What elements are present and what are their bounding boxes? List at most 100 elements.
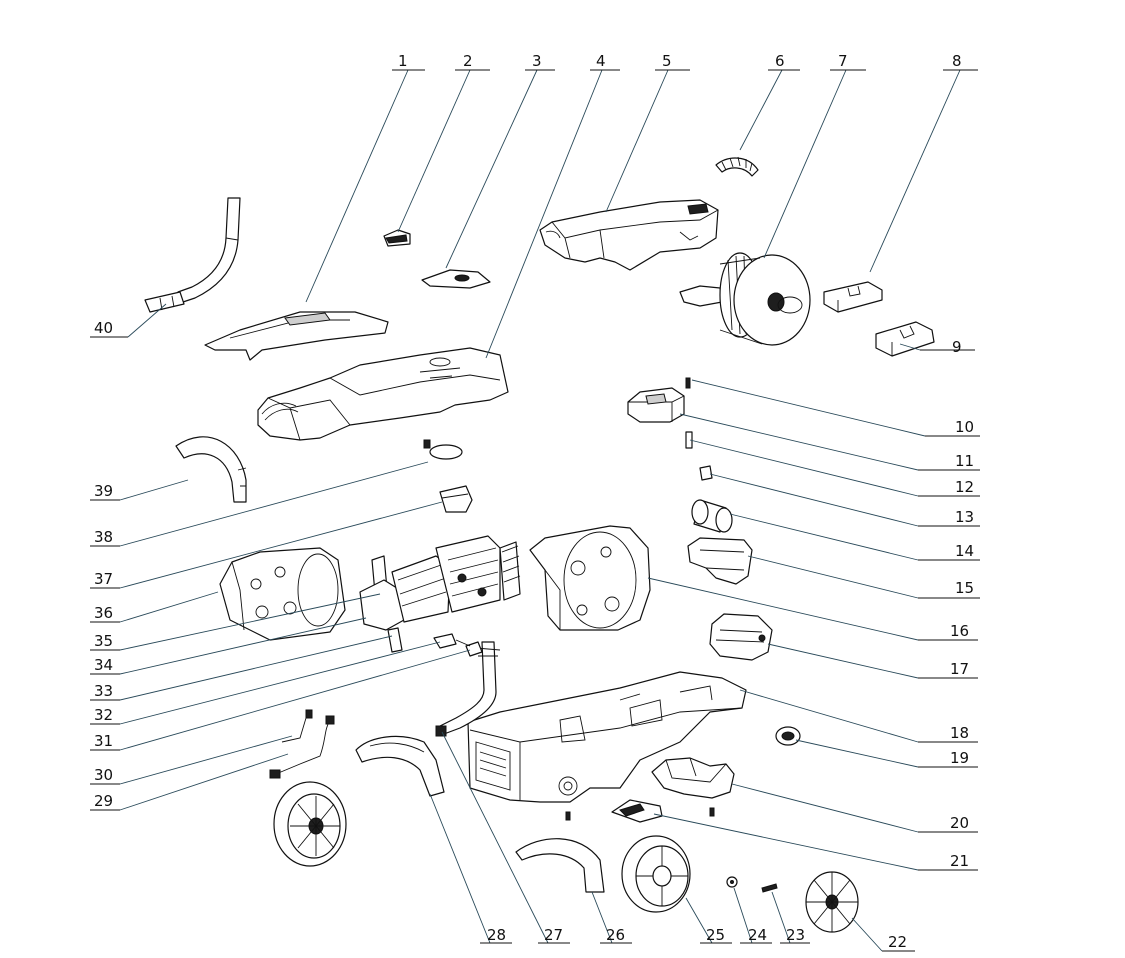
callout-24: 24 [733,887,772,944]
callout-5: 5 [605,52,690,213]
part-16-rear-shroud [529,525,651,631]
leader-line [605,69,669,213]
leader-line [795,739,919,768]
callout-13: 13 [709,473,980,527]
part-8-bracket [823,281,883,313]
leader-line [119,635,393,701]
part-28-wheel-cover [355,735,445,797]
leader-line [119,461,429,547]
part-36-front-shroud [219,547,346,641]
callout-10: 10 [691,379,980,437]
callout-number: 26 [606,926,625,944]
callout-number: 10 [955,418,974,436]
leader-line [709,473,919,527]
leader-line [647,577,919,641]
callout-number: 18 [950,724,969,742]
leader-line [119,593,381,651]
callout-16: 16 [647,577,978,641]
callout-29: 29 [90,753,289,811]
leader-line [429,793,491,944]
callout-19: 19 [795,739,978,768]
callout-14: 14 [729,513,980,561]
part-34-35-pump-motor [359,535,521,631]
callout-37: 37 [90,501,443,589]
callout-4: 4 [485,52,620,359]
leader-line [869,69,961,273]
callout-6: 6 [739,52,800,151]
callout-39: 39 [90,479,189,501]
part-29-wire [269,715,335,779]
part-25-wheel [621,835,691,913]
leader-line [851,917,883,952]
part-4-upper-housing [257,347,509,441]
part-12-pin [685,431,693,449]
callout-20: 20 [731,783,978,833]
callout-35: 35 [90,593,381,651]
callout-number: 36 [94,604,113,622]
part-29-wheel [273,781,347,867]
callout-number: 16 [950,622,969,640]
leader-line [731,783,919,833]
callout-40: 40 [90,303,167,338]
callout-number: 34 [94,656,113,674]
leader-line [119,753,289,811]
callout-number: 1 [398,52,408,70]
callout-31: 31 [90,649,471,751]
leader-line [119,591,219,623]
callout-25: 25 [685,897,732,944]
callout-number: 25 [706,926,725,944]
part-20-bottom-cover [651,757,735,799]
callout-number: 15 [955,579,974,597]
callout-number: 23 [786,926,805,944]
callout-number: 21 [950,852,969,870]
part-2-clip [383,229,411,247]
callout-27: 27 [441,731,570,944]
leader-line [485,69,603,359]
leader-line [441,731,549,944]
callout-number: 17 [950,660,969,678]
callout-number: 38 [94,528,113,546]
part-7-hose-reel [679,252,811,346]
part-33-fitting [387,627,403,653]
callout-number: 37 [94,570,113,588]
leader-line [739,69,783,151]
leader-line [763,69,847,259]
leader-line [127,303,167,338]
part-30-wire [281,709,313,743]
callout-number: 13 [955,508,974,526]
part-24-washer [726,876,738,888]
callout-15: 15 [747,555,980,599]
part-23-screw [761,883,778,893]
callout-7: 7 [763,52,866,259]
part-1-cover-plate [204,311,389,361]
leader-line [747,555,919,599]
callout-number: 7 [838,52,848,70]
callout-number: 32 [94,706,113,724]
callout-number: 5 [662,52,672,70]
part-10-screw [685,377,691,389]
callout-32: 32 [90,641,441,725]
leader-line [691,379,926,437]
callout-38: 38 [90,461,429,547]
callout-number: 19 [950,749,969,767]
leader-line [767,643,919,679]
leader-line [729,513,919,561]
leader-line [305,69,409,303]
callout-18: 18 [739,689,978,743]
callout-number: 28 [487,926,506,944]
part-39-arch-gasket [175,436,247,503]
callout-number: 30 [94,766,113,784]
callout-22: 22 [851,917,915,952]
part-18-base-chassis [467,671,747,803]
leader-line [739,689,919,743]
callout-9: 9 [899,338,975,356]
part-9-bracket [875,321,935,357]
callout-number: 40 [94,319,113,337]
leader-line [119,617,367,675]
leader-line [685,897,713,944]
callout-30: 30 [90,735,293,785]
callout-21: 21 [653,813,978,871]
callout-number: 24 [748,926,767,944]
callout-11: 11 [679,413,980,471]
part-15-capacitor-holder [687,537,753,585]
